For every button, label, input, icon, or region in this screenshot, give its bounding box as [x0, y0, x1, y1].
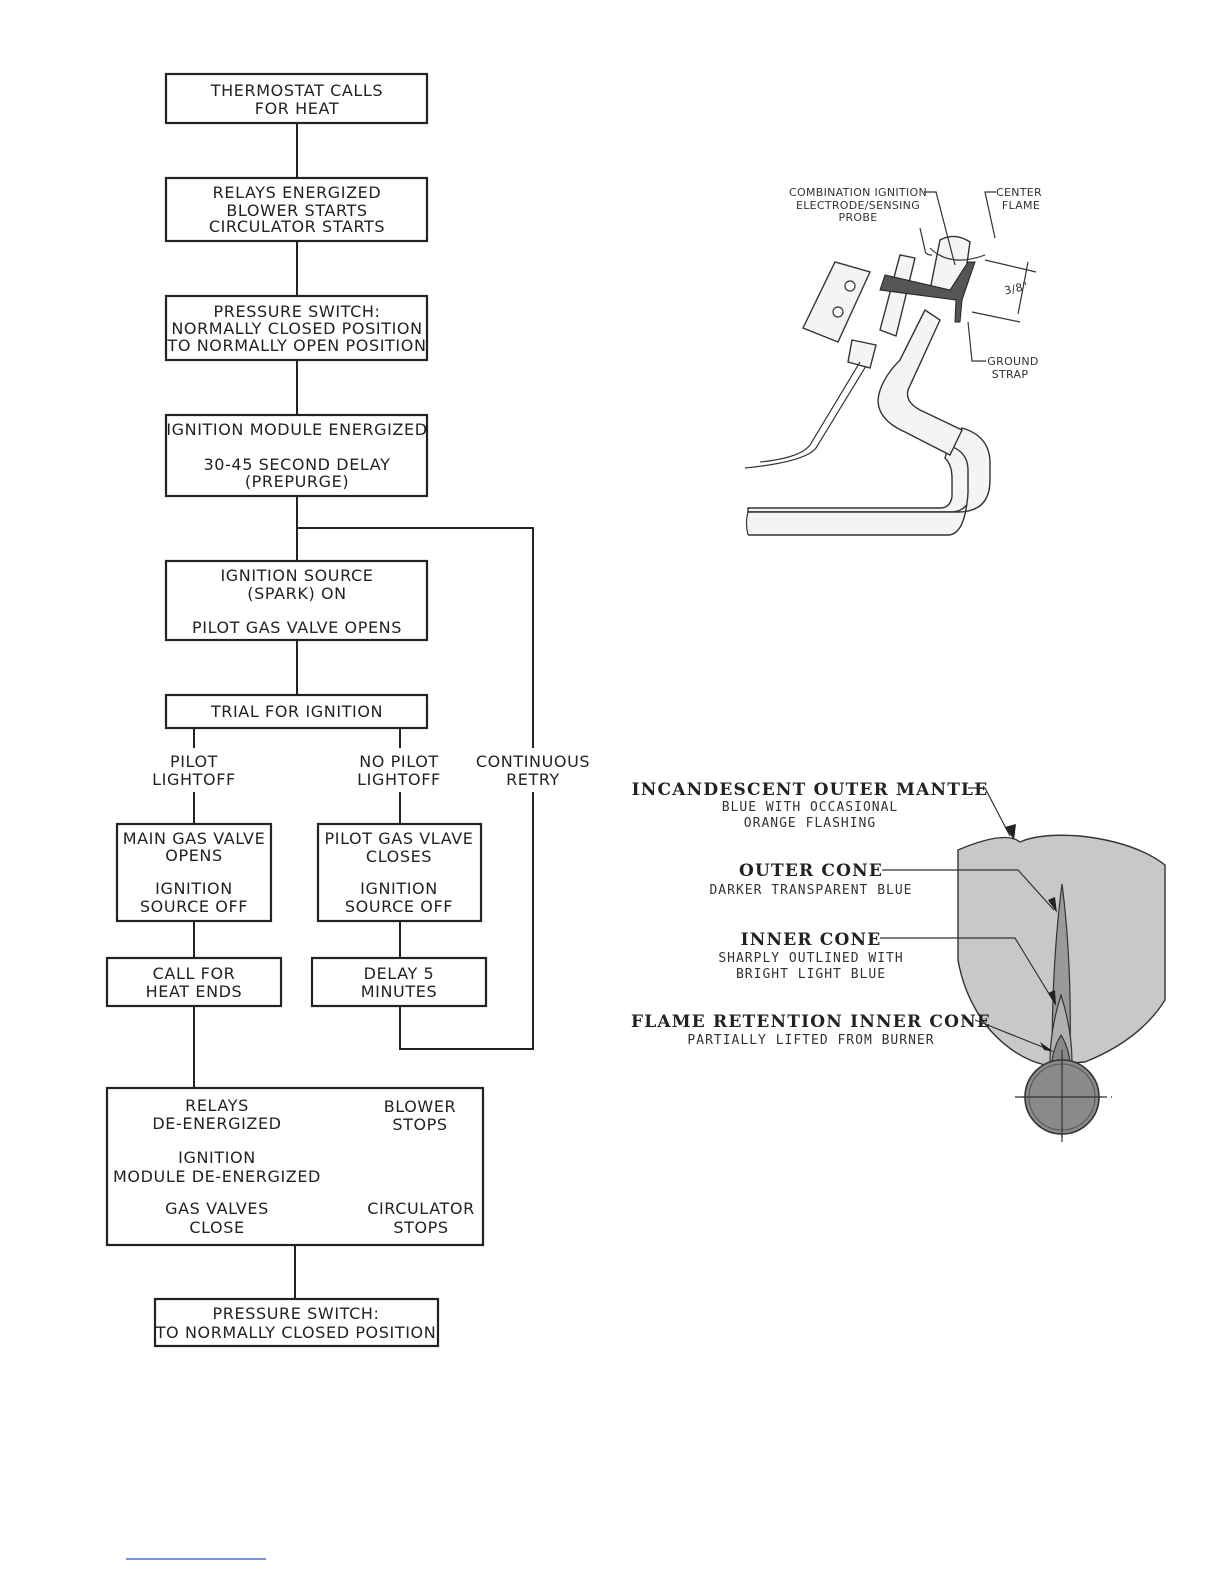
- pilot-gas-closes-box: PILOT GAS VLAVE CLOSES IGNITION SOURCE O…: [316, 822, 483, 923]
- box-text: STOPS: [393, 1218, 448, 1237]
- ground-strap: [879, 261, 976, 323]
- center-flame-label: CENTER: [996, 186, 1042, 199]
- outer-mantle-desc: ORANGE FLASHING: [744, 816, 876, 831]
- inner-cone-title: INNER CONE: [741, 930, 882, 950]
- trial-for-ignition-box: TRIAL FOR IGNITION: [164, 693, 429, 730]
- box-text: DE-ENERGIZED: [152, 1114, 281, 1133]
- leader-line: [984, 191, 996, 239]
- combo-electrode-label: PROBE: [839, 211, 878, 224]
- box-text: IGNITION: [155, 879, 233, 898]
- pilot-lightoff-label: PILOT: [170, 752, 218, 771]
- outer-cone-desc: DARKER TRANSPARENT BLUE: [709, 883, 912, 898]
- box-text: TO NORMALLY CLOSED POSITION: [155, 1323, 437, 1342]
- call-for-heat-ends-box: CALL FOR HEAT ENDS: [105, 956, 283, 1008]
- box-text: FOR HEAT: [255, 99, 339, 118]
- box-text: PILOT GAS VLAVE: [325, 829, 474, 848]
- box-text: STOPS: [392, 1115, 447, 1134]
- box-text: (SPARK) ON: [247, 584, 346, 603]
- box-text: TO NORMALLY OPEN POSITION: [166, 336, 426, 355]
- box-text: MODULE DE-ENERGIZED: [113, 1167, 321, 1186]
- combo-electrode-label: COMBINATION IGNITION: [789, 186, 927, 199]
- inner-cone-desc: BRIGHT LIGHT BLUE: [736, 967, 886, 982]
- box-text: CALL FOR: [153, 964, 236, 983]
- box-text: CLOSE: [189, 1218, 244, 1237]
- leader-line: [967, 321, 986, 362]
- box-text: MINUTES: [361, 982, 437, 1001]
- box-text: SOURCE OFF: [140, 897, 248, 916]
- continuous-retry-label: CONTINUOUS: [476, 752, 590, 771]
- electrode-insulator: [879, 254, 916, 337]
- box-text: SOURCE OFF: [345, 897, 453, 916]
- center-flame-label: FLAME: [1002, 199, 1040, 212]
- box-text: CIRCULATOR: [367, 1199, 475, 1218]
- leader-line: [974, 1019, 1051, 1051]
- ignition-module-box: IGNITION MODULE ENERGIZED 30-45 SECOND D…: [164, 413, 429, 498]
- leader-line: [924, 191, 956, 266]
- retry-loop-line: [297, 527, 534, 1050]
- electrode-wire: [759, 361, 861, 463]
- box-text: RELAYS ENERGIZED: [213, 183, 382, 202]
- electrode-assembly-figure: COMBINATION IGNITION ELECTRODE/SENSING P…: [744, 186, 1042, 536]
- ground-strap-label: GROUND: [987, 355, 1038, 368]
- main-gas-valve-box: MAIN GAS VALVE OPENS IGNITION SOURCE OFF: [115, 822, 273, 923]
- leader-line: [880, 937, 1055, 1003]
- flowchart: THERMOSTAT CALLS FOR HEAT RELAYS ENERGIZ…: [105, 72, 590, 1348]
- mounting-bracket: [802, 261, 871, 343]
- box-text: BLOWER STARTS: [226, 201, 367, 220]
- no-pilot-lightoff-label: NO PILOT: [359, 752, 439, 771]
- ground-strap-label: STRAP: [992, 368, 1029, 381]
- box-text: 30-45 SECOND DELAY: [204, 455, 391, 474]
- box-text: IGNITION: [178, 1148, 256, 1167]
- box-text: HEAT ENDS: [146, 982, 243, 1001]
- box-text: THERMOSTAT CALLS: [210, 81, 383, 100]
- pilot-lightoff-label: LIGHTOFF: [152, 770, 236, 789]
- box-text: IGNITION: [360, 879, 438, 898]
- retention-desc: PARTIALLY LIFTED FROM BURNER: [687, 1033, 934, 1048]
- leader-line: [882, 869, 1055, 911]
- box-text: IGNITION SOURCE: [220, 566, 373, 585]
- box-text: IGNITION MODULE ENERGIZED: [166, 420, 427, 439]
- box-text: TRIAL FOR IGNITION: [210, 702, 383, 721]
- box-text: MAIN GAS VALVE: [123, 829, 266, 848]
- box-text: OPENS: [165, 846, 222, 865]
- inner-cone-desc: SHARPLY OUTLINED WITH: [718, 951, 903, 966]
- box-text: RELAYS: [185, 1096, 249, 1115]
- box-text: DELAY 5: [364, 964, 435, 983]
- no-pilot-lightoff-label: LIGHTOFF: [357, 770, 441, 789]
- thermostat-box: THERMOSTAT CALLS FOR HEAT: [164, 72, 429, 125]
- box-text: NORMALLY CLOSED POSITION: [171, 319, 422, 338]
- flame-figure: INCANDESCENT OUTER MANTLE BLUE WITH OCCA…: [631, 780, 1166, 1145]
- outer-mantle-desc: BLUE WITH OCCASIONAL: [722, 800, 899, 815]
- shutdown-box: RELAYS DE-ENERGIZED BLOWER STOPS IGNITIO…: [105, 1086, 485, 1247]
- gas-tube: [747, 438, 971, 513]
- delay-box: DELAY 5 MINUTES: [310, 956, 488, 1008]
- pressure-switch-closed-box: PRESSURE SWITCH: TO NORMALLY CLOSED POSI…: [153, 1297, 440, 1348]
- relays-energized-box: RELAYS ENERGIZED BLOWER STARTS CIRCULATO…: [164, 176, 429, 243]
- electrode-base: [847, 339, 877, 369]
- retention-title: FLAME RETENTION INNER CONE: [631, 1012, 991, 1032]
- outer-cone-title: OUTER CONE: [739, 861, 883, 881]
- dimension-label: 3/8": [1003, 280, 1029, 298]
- box-text: CIRCULATOR STARTS: [209, 217, 385, 236]
- box-text: PRESSURE SWITCH:: [213, 1304, 380, 1323]
- pilot-tube: [877, 308, 963, 456]
- combo-electrode-label: ELECTRODE/SENSING: [796, 199, 920, 212]
- box-text: PILOT GAS VALVE OPENS: [192, 618, 402, 637]
- ignition-source-box: IGNITION SOURCE (SPARK) ON PILOT GAS VAL…: [164, 559, 429, 642]
- box-text: BLOWER: [384, 1097, 457, 1116]
- continuous-retry-label: RETRY: [506, 770, 560, 789]
- outer-mantle-title: INCANDESCENT OUTER MANTLE: [632, 780, 989, 800]
- box-text: PRESSURE SWITCH:: [214, 302, 381, 321]
- box-text: (PREPURGE): [245, 472, 349, 491]
- pressure-switch-open-box: PRESSURE SWITCH: NORMALLY CLOSED POSITIO…: [164, 294, 429, 362]
- box-text: CLOSES: [366, 847, 432, 866]
- leader-line: [968, 787, 1011, 837]
- box-text: GAS VALVES: [165, 1199, 269, 1218]
